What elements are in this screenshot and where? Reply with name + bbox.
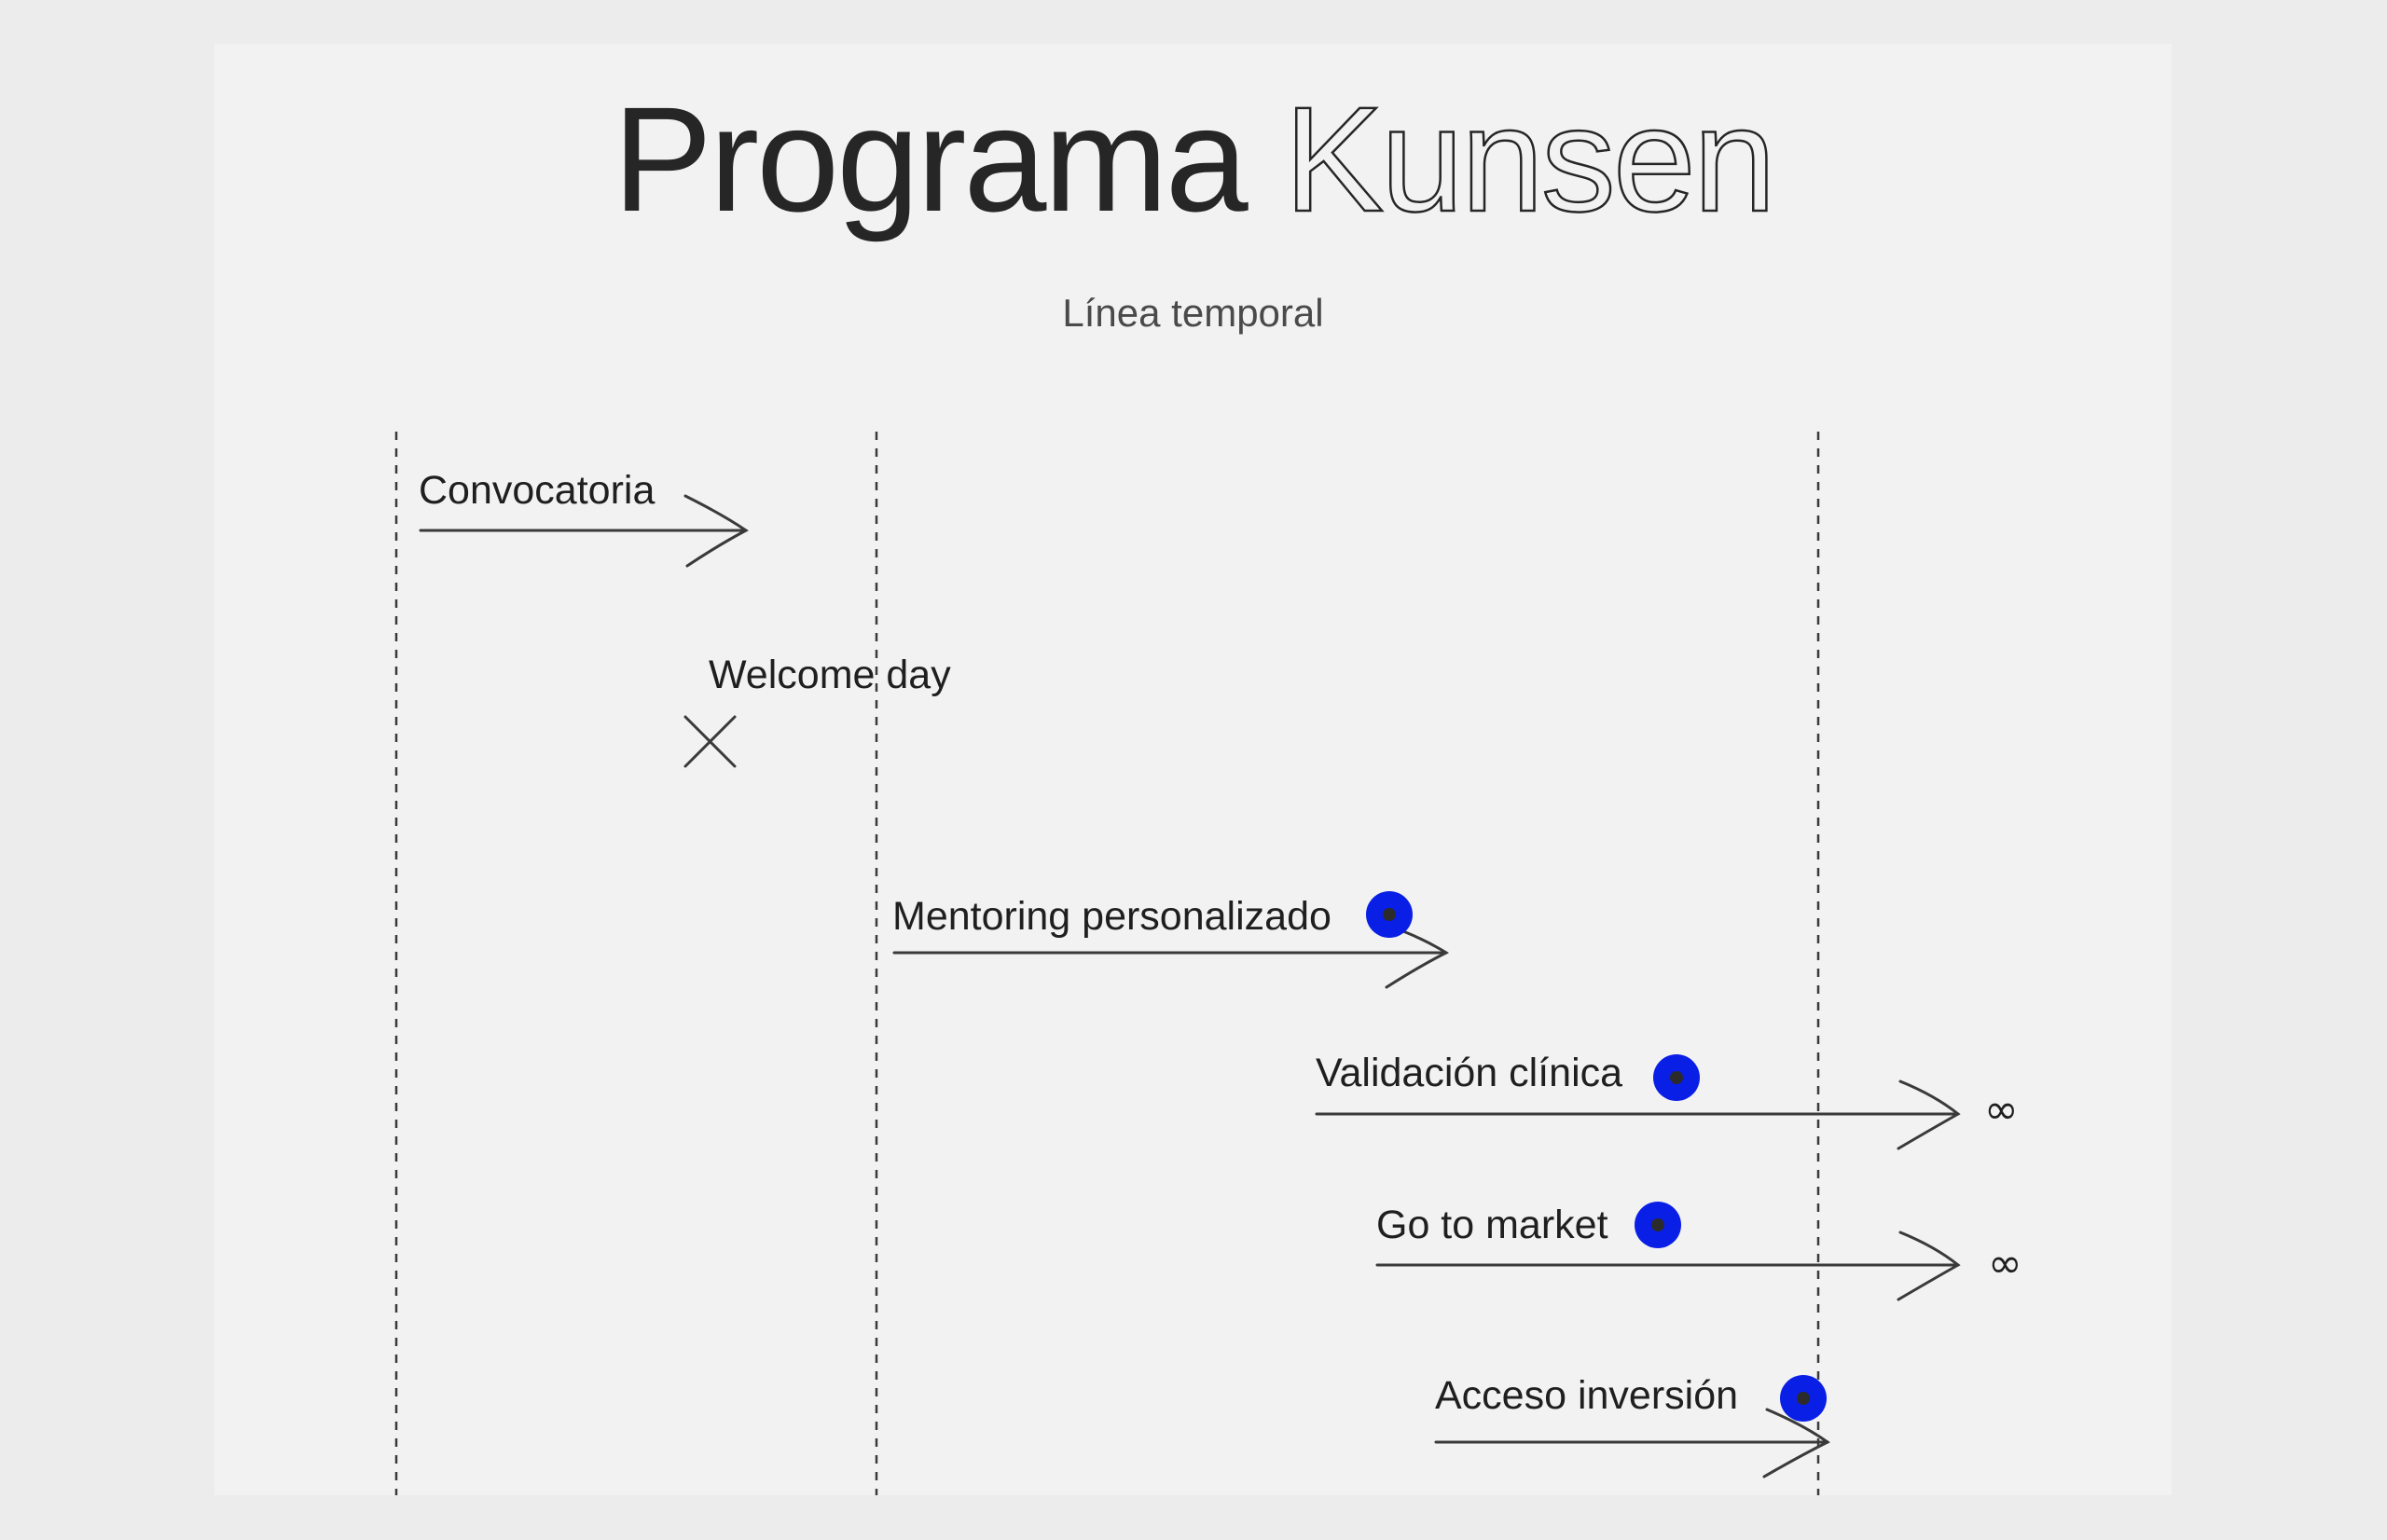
item-label: Welcome day [709,653,951,697]
cross-icon [683,715,737,768]
timeline-item-validacion-clinica: Validación clínica ∞ [1315,1051,2019,1150]
timeline-item-mentoring: Mentoring personalizado [892,891,1450,989]
item-label: Acceso inversión [1435,1373,1738,1418]
item-label: Convocatoria [419,468,655,513]
page-title: Programa Kunsen [214,83,2172,235]
item-label: Validación clínica [1316,1051,1622,1095]
arrow-icon [892,929,1450,989]
arrow-icon [1434,1408,1830,1478]
infinity-icon: ∞ [1988,1240,2022,1287]
title-part-1: Programa [613,76,1248,242]
timeline-item-acceso-inversion: Acceso inversión [1434,1373,1830,1478]
timeline-item-convocatoria: Convocatoria [419,468,749,568]
arrow-icon [1315,1079,1961,1150]
arrow-icon [419,494,749,568]
infinity-icon: ∞ [1984,1086,2019,1134]
status-dot-icon [1780,1375,1827,1422]
timeline-item-welcome-day: Welcome day [683,653,951,768]
timeline-card: Programa Kunsen Línea temporal Convocato… [214,44,2172,1495]
item-label: Go to market [1376,1203,1608,1247]
arrow-icon [1375,1231,1961,1301]
status-dot-icon [1635,1202,1681,1248]
item-label: Mentoring personalizado [892,894,1331,939]
title-part-2-outlined: Kunsen [1283,76,1777,242]
timeline-item-go-to-market: Go to market ∞ [1375,1202,2022,1301]
status-dot-icon [1366,891,1413,938]
timeline-diagram: Convocatoria Welcome day Mentoring perso… [394,432,2022,1495]
page-subtitle: Línea temporal [1062,291,1324,335]
status-dot-icon [1653,1054,1700,1101]
